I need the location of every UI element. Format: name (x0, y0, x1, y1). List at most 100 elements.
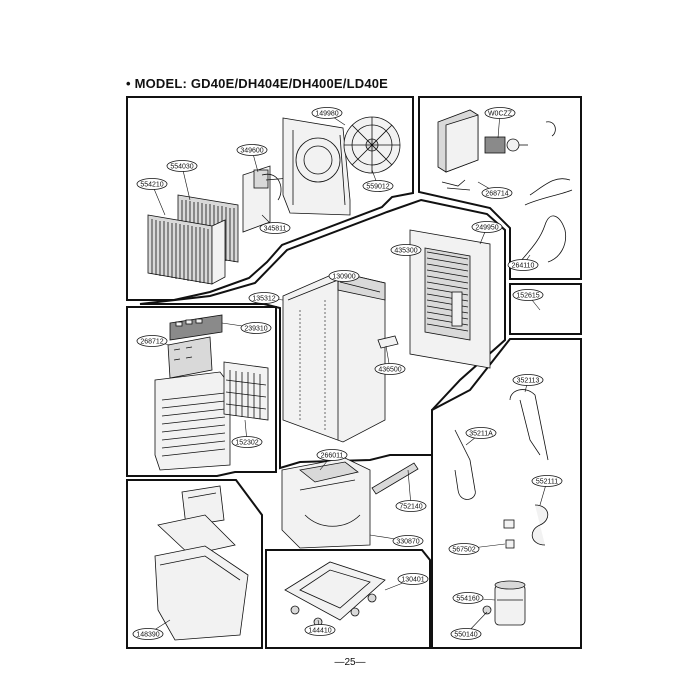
callout-oval (136, 178, 168, 190)
part-callout-559012: 559012 (362, 169, 394, 192)
part-callout-554160: 554160 (452, 592, 496, 604)
part-callout-130401: 130401 (384, 573, 429, 591)
callout-oval (484, 107, 516, 119)
callout-oval (448, 543, 480, 555)
part-number-label: 152302 (235, 440, 258, 447)
part-number-label: 330870 (396, 539, 419, 546)
drain-pipe (371, 462, 419, 495)
part-number-label: 249950 (475, 225, 498, 232)
part-callout-266011: 266011 (316, 449, 348, 471)
condenser-coil (147, 214, 226, 285)
callout-oval (136, 335, 168, 347)
compressor-parts (482, 519, 515, 615)
callout-oval (132, 628, 164, 640)
part-number-label: 130900 (332, 274, 355, 281)
callout-oval (240, 322, 272, 334)
callout-oval (392, 535, 424, 547)
callout-oval (507, 259, 539, 271)
part-callout-554030: 554030 (166, 160, 198, 201)
drain-cap (377, 335, 399, 349)
part-number-label: 559012 (366, 184, 389, 191)
part-number-label: 352113 (517, 378, 540, 385)
part-number-label: 554210 (140, 182, 163, 189)
wire-harness-b (519, 215, 567, 263)
part-callout-152615: 152615 (512, 289, 544, 311)
part-number-label: 144410 (308, 628, 331, 635)
callout-oval (512, 374, 544, 386)
part-number-label: 550140 (454, 632, 477, 639)
part-number-label: 152615 (516, 293, 539, 300)
part-number-label: 554030 (170, 164, 193, 171)
control-panel (169, 314, 223, 341)
part-callout-436500: 436500 (374, 345, 406, 375)
part-callout-W0CZZ: W0CZZ (484, 107, 516, 139)
suction-tube (509, 389, 549, 461)
part-number-label: 349600 (240, 148, 263, 155)
fan-blade (343, 116, 401, 174)
float-tray (157, 514, 236, 556)
frame-top-left (126, 96, 414, 301)
water-bucket (154, 545, 249, 641)
callout-oval (390, 244, 422, 256)
callout-oval (531, 475, 563, 487)
part-callout-349600: 349600 (236, 144, 268, 173)
part-callout-345811: 345811 (259, 214, 291, 234)
callout-oval (362, 180, 394, 192)
bucket-handle (181, 485, 225, 527)
part-callout-352113: 352113 (512, 374, 544, 393)
callout-oval (231, 436, 263, 448)
part-number-label: 552111 (536, 479, 558, 486)
callout-oval (328, 270, 360, 282)
front-grille (154, 371, 231, 471)
part-number-label: 752140 (399, 504, 422, 511)
part-callout-144410: 144410 (304, 619, 336, 636)
air-filter (223, 361, 269, 421)
part-callout-552111: 552111 (531, 475, 563, 506)
callout-oval (248, 292, 280, 304)
part-callout-550140: 550140 (450, 611, 488, 640)
compressor (494, 580, 526, 626)
part-callout-752140: 752140 (395, 469, 427, 512)
wire-harness-a (524, 121, 573, 206)
part-callout-152302: 152302 (231, 419, 263, 448)
part-callout-249950: 249950 (471, 221, 503, 245)
frame-top-right (418, 96, 582, 280)
part-callout-135312: 135312 (248, 292, 284, 304)
callout-oval (316, 449, 348, 461)
part-number-label: 435300 (394, 248, 417, 255)
callout-oval (452, 592, 484, 604)
part-callout-330870: 330870 (369, 534, 424, 547)
part-number-label: 130401 (401, 577, 424, 584)
part-callout-567502: 567502 (448, 543, 506, 555)
part-number-label: W0CZZ (488, 111, 513, 118)
part-callout-352114: 35211A (465, 427, 497, 446)
part-number-label: 266011 (321, 453, 344, 460)
discharge-tube (454, 429, 476, 500)
fan-motor-bracket (437, 109, 479, 173)
wire-clip (441, 179, 471, 191)
part-number-label: 436500 (378, 367, 401, 374)
part-number-label: 35211A (469, 431, 493, 438)
callout-oval (481, 187, 513, 199)
callout-oval (512, 289, 544, 301)
callout-oval (374, 363, 406, 375)
base-plate (284, 561, 386, 627)
callout-oval (259, 222, 291, 234)
part-number-label: 345811 (264, 226, 287, 233)
callout-oval (395, 500, 427, 512)
callout-oval (471, 221, 503, 233)
callout-oval (465, 427, 497, 439)
frame-base (265, 549, 431, 649)
part-number-label: 149980 (315, 111, 338, 118)
model-title: • MODEL: GD40E/DH404E/DH400E/LD40E (126, 76, 389, 91)
part-callout-239310: 239310 (221, 322, 272, 334)
part-number-label: 135312 (252, 296, 275, 303)
frame-left-front-panel (126, 306, 277, 477)
back-panel (409, 229, 491, 369)
part-number-label: 567502 (452, 547, 475, 554)
frame-small-right-harness (509, 283, 582, 335)
fan-shroud (282, 117, 351, 216)
callout-oval (166, 160, 198, 172)
fan-motor (484, 136, 528, 154)
display-pcb (167, 336, 213, 379)
